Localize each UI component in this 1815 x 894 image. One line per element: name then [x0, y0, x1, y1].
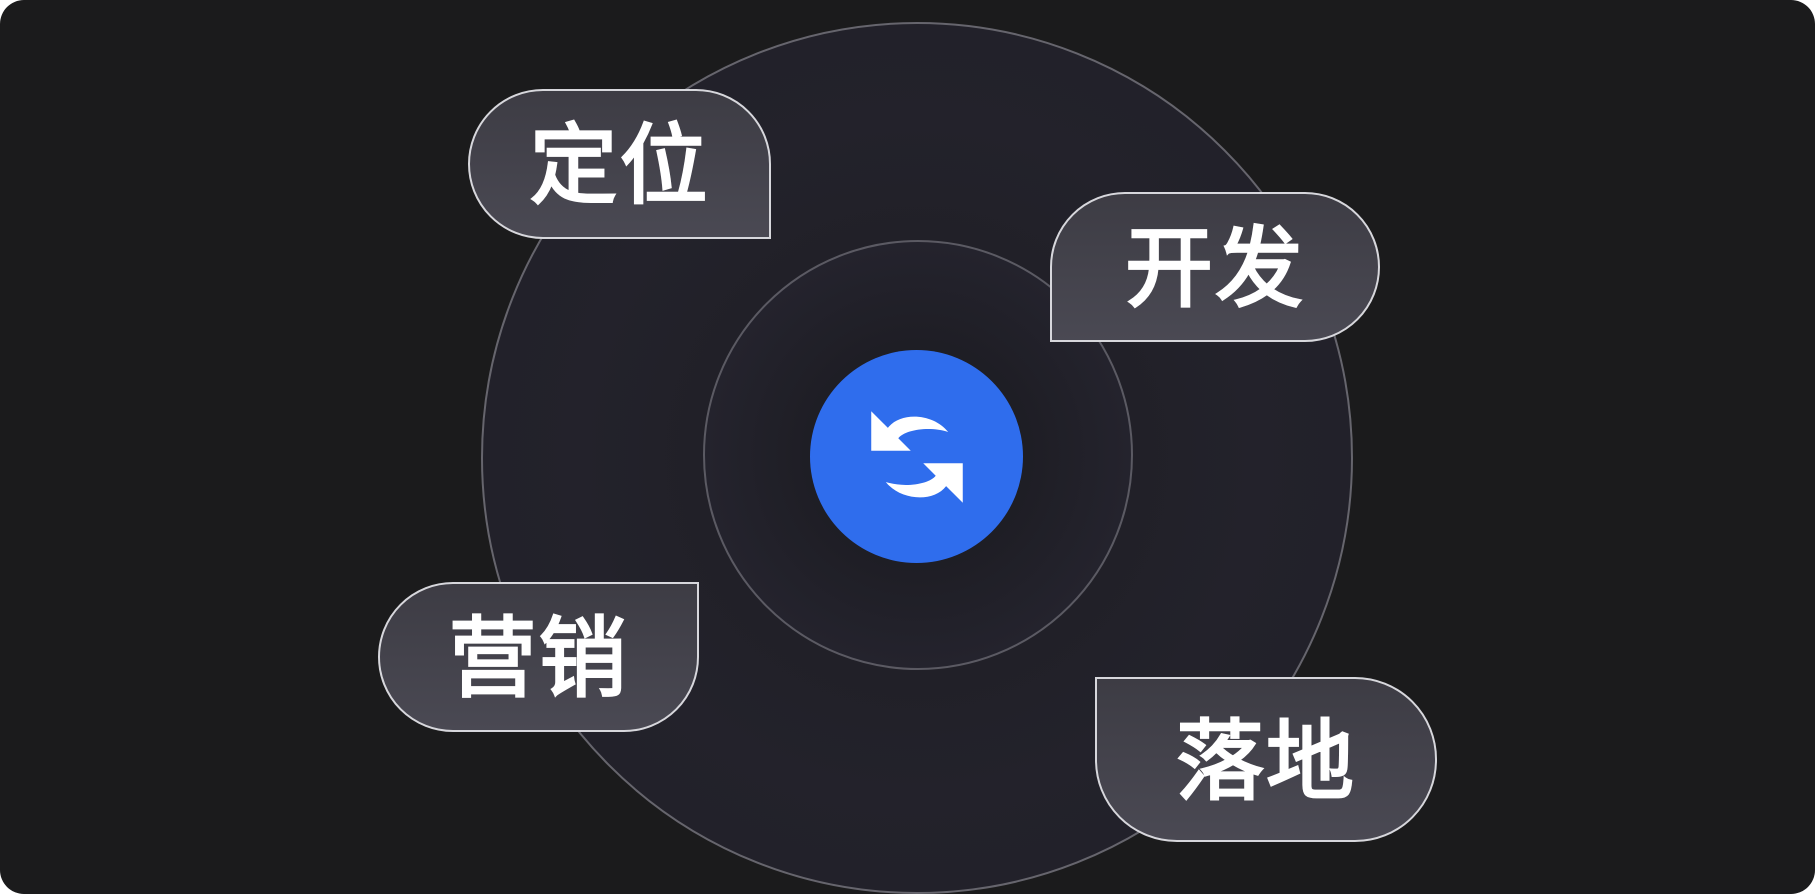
center-refresh-button[interactable]	[810, 350, 1023, 563]
stage-marketing-label: 营销	[448, 607, 629, 710]
stage-development-label: 开发	[1124, 217, 1305, 320]
stage-implementation-label: 落地	[1175, 709, 1356, 813]
refresh-cycle-icon	[870, 410, 963, 503]
stage-development[interactable]: 开发	[1050, 192, 1380, 342]
stage-positioning[interactable]: 定位	[468, 89, 771, 239]
stage-positioning-label: 定位	[529, 114, 710, 217]
stage-implementation[interactable]: 落地	[1095, 677, 1437, 842]
stage-marketing[interactable]: 营销	[378, 582, 699, 732]
